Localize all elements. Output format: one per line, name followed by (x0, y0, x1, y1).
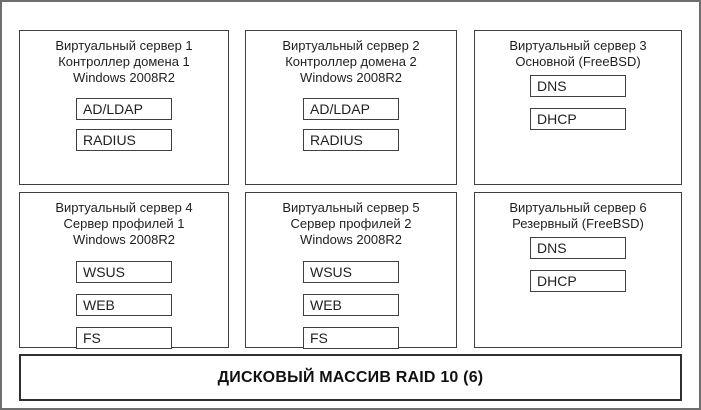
service-box-fs: FS (303, 327, 399, 349)
service-box-radius: RADIUS (303, 129, 399, 151)
service-box-dns: DNS (530, 75, 626, 97)
server-title: Виртуальный сервер 4 Сервер профилей 1 W… (55, 200, 192, 248)
service-box-fs: FS (76, 327, 172, 349)
server-title-line: Виртуальный сервер 5 (282, 200, 420, 215)
server-title-line: Сервер профилей 2 (290, 216, 412, 231)
virtual-server-box-3: Виртуальный сервер 3 Основной (FreeBSD) … (474, 30, 682, 185)
service-box-wsus: WSUS (303, 261, 399, 283)
service-list: AD/LDAP RADIUS (303, 98, 399, 151)
server-title-line: Windows 2008R2 (300, 70, 402, 85)
server-title-line: Резервный (FreeBSD) (512, 216, 644, 231)
disk-array-raid-bar: ДИСКОВЫЙ МАССИВ RAID 10 (6) (19, 354, 682, 401)
service-list: DNS DHCP (530, 237, 626, 292)
virtual-server-box-1: Виртуальный сервер 1 Контроллер домена 1… (19, 30, 229, 185)
server-title: Виртуальный сервер 2 Контроллер домена 2… (282, 38, 419, 86)
service-box-radius: RADIUS (76, 129, 172, 151)
server-title: Виртуальный сервер 1 Контроллер домена 1… (55, 38, 192, 86)
server-title-line: Основной (FreeBSD) (515, 54, 641, 69)
server-title: Виртуальный сервер 5 Сервер профилей 2 W… (282, 200, 419, 248)
service-box-web: WEB (303, 294, 399, 316)
service-box-web: WEB (76, 294, 172, 316)
service-list: DNS DHCP (530, 75, 626, 130)
server-title-line: Виртуальный сервер 3 (509, 38, 647, 53)
service-box-ad-ldap: AD/LDAP (76, 98, 172, 120)
disk-array-label: ДИСКОВЫЙ МАССИВ RAID 10 (6) (217, 368, 484, 386)
server-title-line: Windows 2008R2 (300, 232, 402, 247)
server-title-line: Виртуальный сервер 6 (509, 200, 647, 215)
service-list: WSUS WEB FS (303, 261, 399, 349)
service-list: AD/LDAP RADIUS (76, 98, 172, 151)
virtual-server-box-6: Виртуальный сервер 6 Резервный (FreeBSD)… (474, 192, 682, 348)
service-box-wsus: WSUS (76, 261, 172, 283)
service-box-dhcp: DHCP (530, 270, 626, 292)
virtual-server-box-2: Виртуальный сервер 2 Контроллер домена 2… (245, 30, 457, 185)
virtual-server-box-5: Виртуальный сервер 5 Сервер профилей 2 W… (245, 192, 457, 349)
service-box-dns: DNS (530, 237, 626, 259)
server-title: Виртуальный сервер 6 Резервный (FreeBSD) (509, 200, 646, 232)
server-title: Виртуальный сервер 3 Основной (FreeBSD) (509, 38, 646, 70)
service-box-ad-ldap: AD/LDAP (303, 98, 399, 120)
server-title-line: Виртуальный сервер 4 (55, 200, 193, 215)
virtual-server-box-4: Виртуальный сервер 4 Сервер профилей 1 W… (19, 192, 229, 349)
service-box-dhcp: DHCP (530, 108, 626, 130)
server-title-line: Windows 2008R2 (73, 232, 175, 247)
server-title-line: Сервер профилей 1 (63, 216, 185, 231)
server-title-line: Контроллер домена 1 (58, 54, 190, 69)
server-title-line: Виртуальный сервер 2 (282, 38, 420, 53)
server-title-line: Виртуальный сервер 1 (55, 38, 193, 53)
service-list: WSUS WEB FS (76, 261, 172, 349)
server-title-line: Windows 2008R2 (73, 70, 175, 85)
server-title-line: Контроллер домена 2 (285, 54, 417, 69)
